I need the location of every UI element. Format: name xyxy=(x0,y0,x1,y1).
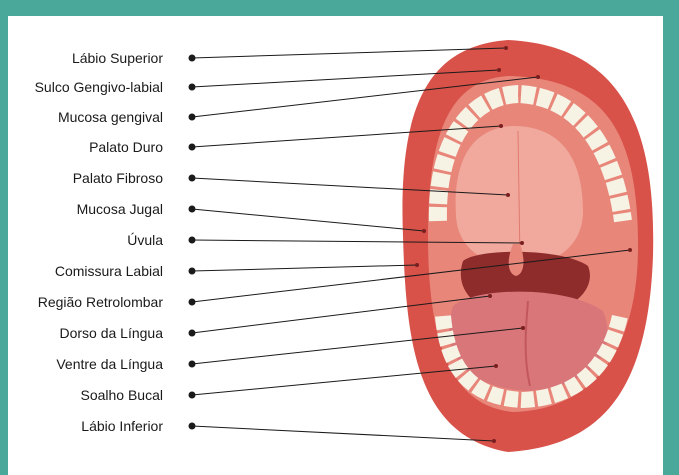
part-label: Lábio Superior xyxy=(72,49,163,67)
leader-target xyxy=(499,124,503,128)
part-label: Sulco Gengivo-labial xyxy=(35,78,163,96)
leader-target xyxy=(488,294,492,298)
part-label: Comissura Labial xyxy=(55,262,163,280)
leader-line xyxy=(192,209,424,231)
leader-target xyxy=(415,263,419,267)
leader-target xyxy=(422,229,426,233)
leader-target xyxy=(494,364,498,368)
leader-target xyxy=(520,241,524,245)
leader-target xyxy=(492,439,496,443)
part-label: Ventre da Língua xyxy=(56,355,163,373)
part-label: Mucosa Jugal xyxy=(77,200,163,218)
part-label: Úvula xyxy=(127,231,163,249)
leader-target xyxy=(497,68,501,72)
part-label: Região Retrolombar xyxy=(38,293,163,311)
leader-target xyxy=(506,193,510,197)
leader-target xyxy=(504,46,508,50)
leader-target xyxy=(536,75,540,79)
part-label: Lábio Inferior xyxy=(81,417,163,435)
part-label: Palato Duro xyxy=(89,138,163,156)
leader-target xyxy=(628,248,632,252)
leader-target xyxy=(521,326,525,330)
part-label: Mucosa gengival xyxy=(58,108,163,126)
diagram-frame: Lábio SuperiorSulco Gengivo-labialMucosa… xyxy=(8,16,663,475)
part-label: Soalho Bucal xyxy=(80,386,163,404)
leader-line xyxy=(192,265,417,271)
leader-line xyxy=(192,426,494,441)
part-label: Palato Fibroso xyxy=(73,169,163,187)
part-label: Dorso da Língua xyxy=(59,324,163,342)
